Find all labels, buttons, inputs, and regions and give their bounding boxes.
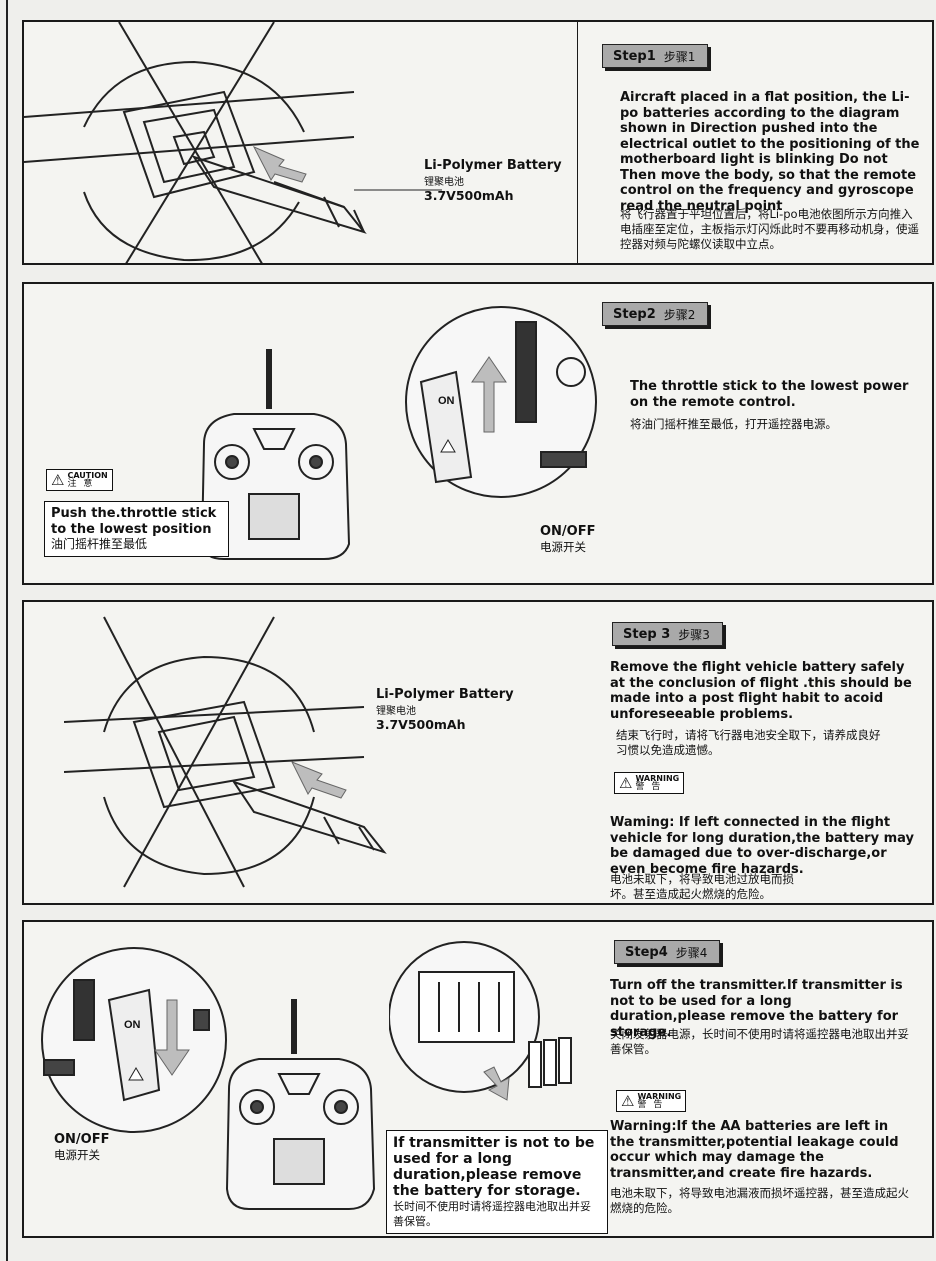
switch-on-text: ON: [124, 1019, 141, 1031]
step3-warning: Waming: If left connected in the flight …: [610, 815, 914, 877]
transmitter-illustration: [225, 999, 376, 1210]
warning-badge: ⚠ WARNING 警 告: [616, 1090, 687, 1112]
step2-instructions: The throttle stick to the lowest power o…: [630, 379, 909, 410]
step3-badge: Step 3 步骤3: [612, 622, 723, 646]
battery-label: Li-Polymer Battery 锂聚电池 3.7V500mAh: [424, 158, 562, 203]
step1-instructions: Aircraft placed in a flat position, the …: [620, 90, 920, 214]
step3-panel: Li-Polymer Battery 锂聚电池 3.7V500mAh Step …: [22, 600, 934, 905]
storage-note-en: If transmitter is not to be used for a l…: [393, 1135, 595, 1199]
step-number: Step4: [625, 944, 668, 960]
step2-instructions-cn: 将油门摇杆推至最低，打开遥控器电源。: [630, 417, 837, 431]
battery-label: Li-Polymer Battery 锂聚电池 3.7V500mAh: [376, 687, 514, 732]
battery-capacity: 3.7V500mAh: [424, 188, 514, 203]
step2-panel: ON ⚠ CAUTION 注 意 Push the.throttle stick…: [22, 282, 934, 585]
warning-label: WARNING 警 告: [637, 1092, 681, 1110]
caution-note-cn: 油门摇杆推至最低: [51, 537, 148, 551]
step1-instructions-cn: 将飞行器置于平坦位置后，将Li-po电池依图所示方向推入电插座至定位，主板指示灯…: [620, 207, 919, 251]
step-number-cn: 步骤4: [675, 945, 708, 960]
step4-warning: Warning:If the AA batteries are left in …: [610, 1119, 899, 1181]
switch-label-cn: 电源开关: [54, 1147, 100, 1162]
step-number-cn: 步骤2: [663, 307, 696, 322]
battery-name: Li-Polymer Battery: [376, 687, 514, 702]
step-number-cn: 步骤3: [678, 627, 710, 642]
step-number-cn: 步骤1: [663, 49, 696, 64]
panel-divider: [577, 22, 578, 263]
warning-text-cn: 警 告: [635, 782, 663, 792]
step4-instructions-cn: 关闭发射器电源，长时间不使用时请将遥控器电池取出并妥善保管。: [610, 1027, 909, 1056]
page-edge: [6, 0, 8, 1261]
step4-instructions: Turn off the transmitter.If transmitter …: [610, 978, 903, 1040]
caution-text-en: CAUTION: [67, 471, 108, 480]
step3-instructions: Remove the flight vehicle battery safely…: [610, 660, 912, 722]
step3-warning-cn: 电池未取下，将导致电池过放电而损坏。甚至造成起火燃烧的危险。: [610, 872, 794, 901]
switch-label: ON/OFF: [540, 524, 596, 539]
step3-instructions-cn: 结束飞行时，请将飞行器电池安全取下，请养成良好习惯以免造成遗憾。: [616, 728, 881, 757]
step2-badge: Step2 步骤2: [602, 302, 709, 326]
warning-triangle-icon: ⚠: [619, 773, 633, 792]
battery-name-cn: 锂聚电池: [376, 706, 416, 717]
step1-badge: Step1 步骤1: [602, 44, 709, 68]
caution-badge: ⚠ CAUTION 注 意: [46, 469, 113, 491]
step4-warning-cn: 电池未取下，将导致电池漏液而损坏遥控器，甚至造成起火燃烧的危险。: [610, 1186, 909, 1215]
switch-closeup-illustration: ON: [405, 306, 597, 498]
caution-label: CAUTION 注 意: [67, 471, 107, 489]
drone-battery-illustration: [24, 22, 442, 263]
warning-triangle-icon: ⚠: [621, 1091, 635, 1110]
step1-panel: Li-Polymer Battery 锂聚电池 3.7V500mAh Step1…: [22, 20, 934, 265]
caution-triangle-icon: ⚠: [51, 470, 65, 489]
battery-compartment-illustration: [389, 941, 572, 1101]
drone-battery-removal-illustration: [64, 616, 387, 888]
battery-name-cn: 锂聚电池: [424, 177, 464, 188]
step-number: Step1: [613, 48, 656, 64]
battery-name: Li-Polymer Battery: [424, 158, 562, 173]
step-number: Step2: [613, 306, 656, 322]
switch-label-cn: 电源开关: [540, 539, 586, 554]
battery-capacity: 3.7V500mAh: [376, 717, 466, 732]
step-number: Step 3: [623, 626, 671, 642]
step4-badge: Step4 步骤4: [614, 940, 721, 964]
warning-text-en: WARNING: [637, 1092, 682, 1101]
switch-off-closeup-illustration: ON: [41, 947, 227, 1133]
storage-note-cn: 长时间不使用时请将遥控器电池取出并妥善保管。: [393, 1200, 591, 1228]
switch-label: ON/OFF: [54, 1132, 110, 1147]
warning-label: WARNING 警 告: [635, 774, 679, 792]
switch-callout: ON/OFF 电源开关: [54, 1132, 110, 1163]
switch-on-text: ON: [438, 395, 455, 407]
step4-panel: ON ON/OFF 电源开关: [22, 920, 934, 1238]
warning-badge: ⚠ WARNING 警 告: [614, 772, 685, 794]
storage-note: If transmitter is not to be used for a l…: [386, 1130, 608, 1234]
caution-note: Push the.throttle stick to the lowest po…: [44, 501, 229, 557]
transmitter-illustration: [200, 349, 351, 560]
caution-note-en: Push the.throttle stick to the lowest po…: [51, 506, 217, 537]
switch-callout: ON/OFF 电源开关: [540, 524, 596, 555]
warning-text-cn: 警 告: [637, 1100, 665, 1110]
warning-text-en: WARNING: [635, 774, 680, 783]
caution-text-cn: 注 意: [67, 479, 95, 489]
